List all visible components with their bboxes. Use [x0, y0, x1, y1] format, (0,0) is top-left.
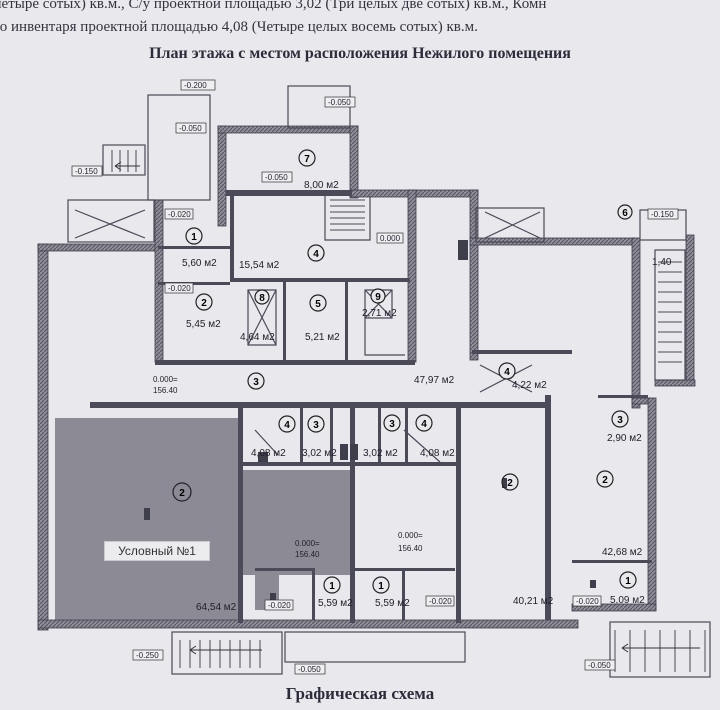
level-l2: -0.050	[328, 98, 351, 107]
svg-text:3,02 м2: 3,02 м2	[363, 448, 398, 459]
level-l9: -0.020	[168, 284, 191, 293]
svg-text:1: 1	[191, 232, 197, 243]
room-r2a: 2 5,45 м2	[186, 293, 221, 330]
svg-text:5,59 м2: 5,59 м2	[375, 598, 410, 609]
svg-text:47,97 м2: 47,97 м2	[414, 375, 455, 386]
svg-text:5: 5	[315, 299, 321, 310]
room-r1d: 1 5,09 м2	[610, 571, 645, 606]
svg-text:64,54 м2: 64,54 м2	[196, 602, 237, 613]
level-l14: -0.020	[429, 597, 452, 606]
svg-text:9: 9	[375, 292, 381, 303]
outer-walls	[37, 125, 696, 631]
svg-text:3: 3	[617, 415, 623, 426]
room-r9: 9 2,71 м2	[362, 288, 397, 319]
svg-text:4,08 м2: 4,08 м2	[420, 448, 455, 459]
svg-text:1: 1	[625, 576, 631, 587]
thin-outlines	[67, 85, 711, 678]
level-l10a: 0.000=	[153, 375, 178, 384]
level-l6: -0.020	[168, 210, 191, 219]
level-l10b: 156.40	[153, 386, 178, 395]
level-l12b: 156.40	[398, 544, 423, 553]
room-r4d: 4 4,08 м2	[415, 414, 455, 459]
level-l15: -0.020	[576, 597, 599, 606]
svg-text:5,59 м2: 5,59 м2	[318, 598, 353, 609]
svg-text:2: 2	[507, 478, 513, 489]
columns	[144, 240, 596, 601]
level-l17: -0.050	[298, 665, 321, 674]
svg-text:4: 4	[284, 420, 290, 431]
svg-text:5,21 м2: 5,21 м2	[305, 332, 340, 343]
premise-label: Условный №1	[104, 541, 210, 561]
svg-text:4,64 м2: 4,64 м2	[240, 332, 275, 343]
svg-text:4: 4	[504, 367, 510, 378]
svg-text:8: 8	[259, 293, 265, 304]
svg-text:4,22 м2: 4,22 м2	[512, 380, 547, 391]
svg-text:4: 4	[421, 419, 427, 430]
plan-title: План этажа с местом расположения Нежилог…	[149, 45, 571, 62]
svg-text:15,54 м2: 15,54 м2	[239, 260, 280, 271]
level-l7: 0.000	[380, 234, 401, 243]
level-marks	[71, 79, 679, 675]
room-r3corr: 3 47,97 м2	[247, 372, 455, 390]
room-r1a: 1 5,60 м2	[182, 227, 217, 269]
svg-text:2: 2	[602, 475, 608, 486]
svg-text:40,21 м2: 40,21 м2	[513, 596, 554, 607]
room-r4b: 4 4,22 м2	[498, 362, 547, 391]
svg-text:4: 4	[313, 249, 319, 260]
level-l11a: 0.000=	[295, 539, 320, 548]
room-r1b: 1 5,59 м2	[318, 576, 353, 609]
level-l12a: 0.000=	[398, 531, 423, 540]
room-r3d: 3 3,02 м2	[302, 415, 337, 459]
svg-text:1: 1	[378, 581, 384, 592]
svg-text:3,02 м2: 3,02 м2	[302, 448, 337, 459]
svg-text:5,45 м2: 5,45 м2	[186, 319, 221, 330]
level-l16: -0.250	[136, 651, 159, 660]
premise-highlight-part2	[241, 470, 353, 575]
room-r4c: 4 4,08 м2	[251, 415, 296, 459]
level-l18: -0.050	[588, 661, 611, 670]
svg-text:1,40: 1,40	[652, 257, 672, 268]
level-l1: -0.200	[184, 81, 207, 90]
level-l3: -0.050	[179, 124, 202, 133]
room-r7: 7 8,00 м2	[298, 149, 339, 191]
svg-text:5,09 м2: 5,09 м2	[610, 595, 645, 606]
svg-text:6: 6	[622, 208, 628, 219]
level-l11b: 156.40	[295, 550, 320, 559]
svg-text:42,68 м2: 42,68 м2	[602, 547, 643, 558]
header-text-line-2: го инвентаря проектной площадью 4,08 (Че…	[0, 19, 478, 35]
svg-text:2,90 м2: 2,90 м2	[607, 433, 642, 444]
svg-text:3: 3	[313, 420, 319, 431]
level-l5: -0.050	[265, 173, 288, 182]
room-r1c: 1 5,59 м2	[372, 576, 410, 609]
room-r5: 5 5,21 м2	[305, 294, 340, 343]
room-r2big: 2 64,54 м2	[172, 482, 237, 613]
entrance-arrows	[114, 161, 700, 655]
level-l4: -0.150	[75, 167, 98, 176]
room-r3c: 3 2,90 м2	[607, 410, 642, 444]
room-r2mid: 2 40,21 м2	[501, 473, 554, 607]
svg-text:2: 2	[179, 488, 185, 499]
internal-walls	[90, 190, 652, 623]
header-text-line-1: четыре сотых) кв.м., С/у проектной площа…	[0, 0, 547, 12]
footer-title: Графическая схема	[285, 684, 435, 703]
svg-text:7: 7	[304, 154, 310, 165]
room-r6: 6 1,40	[617, 204, 672, 268]
level-l13: -0.020	[268, 601, 291, 610]
svg-text:2,71 м2: 2,71 м2	[362, 308, 397, 319]
room-r8: 8 4,64 м2	[240, 289, 275, 343]
svg-text:3: 3	[389, 419, 395, 430]
svg-text:4,08 м2: 4,08 м2	[251, 448, 286, 459]
svg-text:2: 2	[201, 298, 207, 309]
svg-text:8,00 м2: 8,00 м2	[304, 180, 339, 191]
room-r3e: 3 3,02 м2	[363, 414, 401, 459]
room-r2right: 2 42,68 м2	[596, 470, 643, 558]
level-l8: -0.150	[651, 210, 674, 219]
svg-text:3: 3	[253, 377, 259, 388]
room-r4top: 4 15,54 м2	[239, 244, 325, 271]
svg-text:5,60 м2: 5,60 м2	[182, 258, 217, 269]
svg-text:1: 1	[329, 581, 335, 592]
